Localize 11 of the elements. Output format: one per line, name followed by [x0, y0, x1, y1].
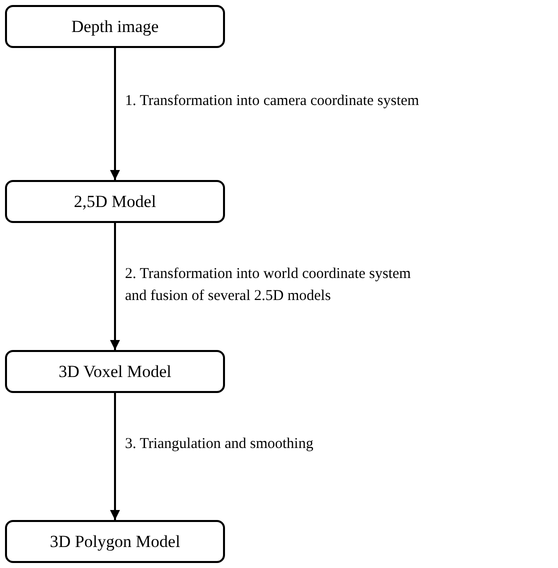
box-label: 3D Voxel Model [58, 362, 172, 382]
box-label: 3D Polygon Model [50, 532, 180, 552]
arrow [110, 393, 120, 520]
process-box [5, 5, 225, 48]
process-box [5, 180, 225, 223]
arrow [110, 223, 120, 350]
box-label: 2,5D Model [74, 192, 156, 212]
arrow [110, 48, 120, 180]
process-box [5, 350, 225, 393]
process-box [5, 520, 225, 563]
box-label: Depth image [71, 16, 159, 36]
